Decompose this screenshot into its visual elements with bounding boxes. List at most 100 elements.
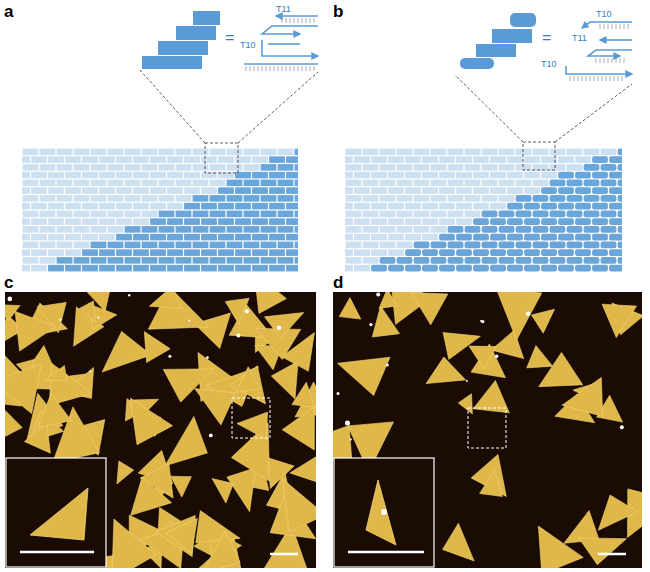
tile: [167, 203, 183, 210]
triangle-crystal: [271, 361, 298, 399]
tile: [618, 226, 622, 233]
tile: [345, 187, 353, 194]
tile: [269, 234, 285, 241]
tile: [516, 242, 532, 249]
triangle-crystal: [602, 304, 637, 337]
tile: [592, 172, 608, 179]
tile: [125, 180, 141, 187]
zoom-box: [468, 408, 506, 448]
afm-image: [333, 292, 642, 568]
tile: [48, 187, 64, 194]
tile: [354, 249, 370, 256]
tile: [388, 249, 404, 256]
triangle-crystal: [338, 357, 391, 395]
tile: [57, 242, 73, 249]
tile: [227, 149, 243, 156]
tile: [346, 164, 362, 171]
tile: [601, 242, 617, 249]
tile: [456, 218, 472, 225]
tile: [22, 187, 30, 194]
tile: [345, 234, 353, 241]
tile: [558, 249, 574, 256]
tile: [618, 180, 622, 187]
tile: [218, 156, 234, 163]
particle: [381, 509, 387, 515]
tile: [584, 242, 600, 249]
tile: [125, 164, 141, 171]
tile: [405, 218, 421, 225]
particle: [345, 421, 350, 426]
tile: [345, 249, 353, 256]
tile: [507, 172, 523, 179]
panel-letter: d: [333, 274, 343, 291]
tile: [48, 218, 64, 225]
tile: [507, 265, 523, 272]
tile: [295, 180, 298, 187]
tile: [167, 172, 183, 179]
tile: [278, 149, 294, 156]
triangle-crystal: [237, 412, 268, 439]
tile: [490, 156, 506, 163]
tile: [490, 172, 506, 179]
tile: [295, 195, 298, 202]
tile: [405, 156, 421, 163]
tile: [592, 187, 608, 194]
tile: [541, 203, 557, 210]
tile: [167, 234, 183, 241]
tile: [99, 187, 115, 194]
tile: [550, 226, 566, 233]
tile: [133, 218, 149, 225]
tile: [345, 172, 353, 179]
tile: [524, 249, 540, 256]
tile: [499, 226, 515, 233]
tile: [448, 211, 464, 218]
particle: [337, 392, 340, 395]
tile: [22, 265, 30, 272]
tile: [184, 156, 200, 163]
particle: [620, 425, 624, 429]
tile: [439, 156, 455, 163]
tile: [210, 257, 226, 264]
tile: [40, 180, 56, 187]
triangle-crystal: [426, 357, 466, 384]
tile: [618, 242, 622, 249]
tile: [23, 164, 39, 171]
tile: [354, 203, 370, 210]
tile: [567, 180, 583, 187]
tile: [482, 164, 498, 171]
tile: [150, 187, 166, 194]
tile: [601, 164, 617, 171]
tile: [269, 249, 285, 256]
tile: [74, 242, 90, 249]
tile: [227, 226, 243, 233]
tile: [371, 187, 387, 194]
tile: [490, 203, 506, 210]
tile-lattice: [345, 149, 622, 272]
tile: [516, 257, 532, 264]
tile: [456, 249, 472, 256]
tile: [558, 203, 574, 210]
triangle-crystal: [471, 454, 506, 496]
tile: [354, 172, 370, 179]
tile: [159, 180, 175, 187]
triangle-crystals: [5, 292, 316, 568]
tile: [210, 242, 226, 249]
tile: [465, 149, 481, 156]
tile: [193, 164, 209, 171]
tile: [269, 218, 285, 225]
tile: [201, 265, 217, 272]
tile: [48, 249, 64, 256]
tile: [558, 187, 574, 194]
tile: [235, 156, 251, 163]
tile: [235, 249, 251, 256]
tile: [227, 195, 243, 202]
tile: [286, 203, 298, 210]
tile: [278, 164, 294, 171]
tile: [261, 164, 277, 171]
tile: [524, 234, 540, 241]
tile: [218, 265, 234, 272]
tile: [499, 149, 515, 156]
tile: [40, 149, 56, 156]
tile: [116, 234, 132, 241]
tile: [345, 218, 353, 225]
